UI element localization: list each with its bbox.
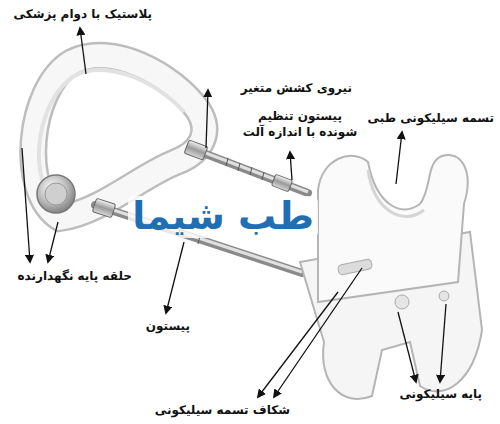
part-label: حلقه پایه نگهدارنده — [18, 268, 133, 284]
leader-lines — [22, 28, 446, 397]
leader-line — [440, 304, 446, 382]
silicone-cradle — [300, 155, 482, 399]
part-label: نیروی کشش متغیر — [241, 80, 352, 96]
holding-ring — [33, 56, 204, 218]
part-label: پیستون — [146, 318, 190, 334]
leader-line — [258, 292, 338, 397]
leader-line — [396, 132, 402, 184]
leader-line — [80, 28, 86, 74]
part-label: پایه سیلیکونی — [399, 386, 482, 402]
watermark: طب شیما — [128, 196, 318, 238]
leader-line — [22, 148, 30, 262]
part-label: شکاف تسمه سیلیکونی — [155, 402, 290, 418]
part-label: تسمه سیلیکونی طبی — [368, 110, 494, 126]
part-label: پلاستیک با دوام پزشکی — [14, 6, 152, 22]
leader-line — [166, 242, 184, 313]
part-label: پیستون تنظیم شونده با اندازه آلت — [238, 108, 362, 140]
leader-line — [274, 268, 362, 397]
leader-line — [398, 312, 416, 382]
leader-line — [206, 90, 208, 148]
leader-line — [290, 152, 292, 180]
leader-line — [48, 222, 58, 262]
